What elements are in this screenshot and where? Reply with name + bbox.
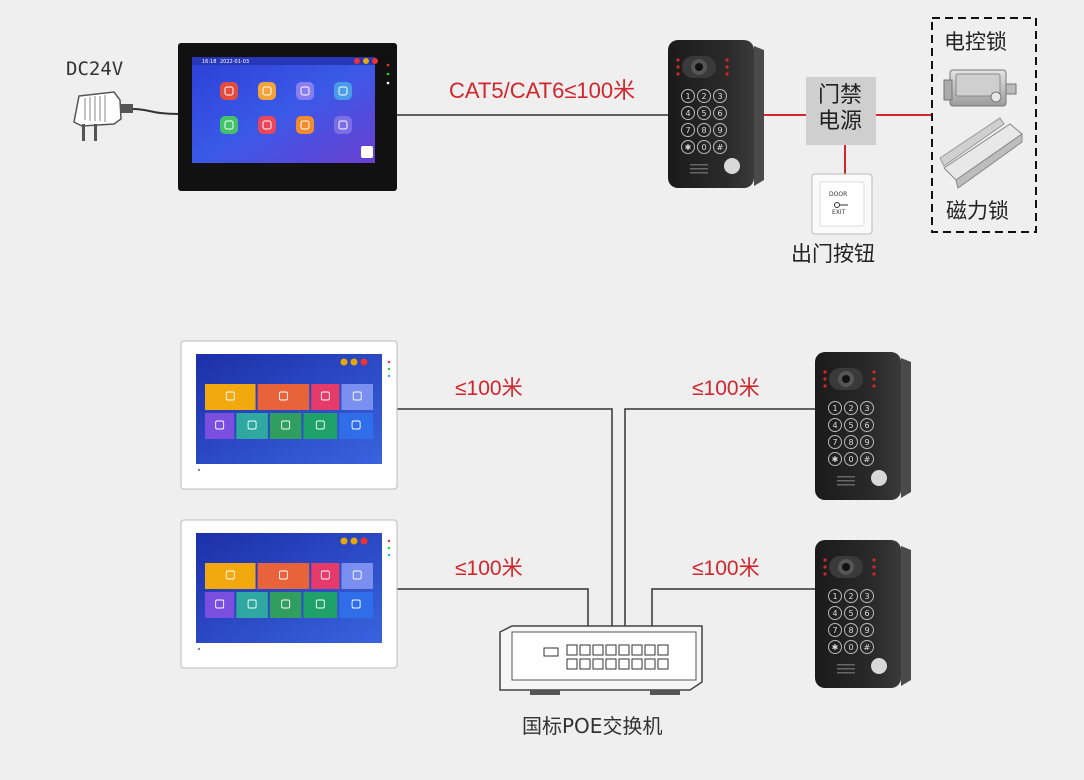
door-station-keypad-bottom-2	[814, 539, 912, 689]
indoor-monitor-bottom-2	[180, 519, 398, 669]
poe-switch-label: 国标POE交换机	[522, 714, 663, 738]
exit-button	[811, 173, 873, 235]
power-label: DC24V	[66, 58, 124, 80]
door-station-keypad-bottom-1	[814, 351, 912, 501]
distance-label-2: ≤100米	[692, 377, 760, 400]
door-station-keypad-top	[667, 39, 765, 189]
power-box-label-line2: 电源	[818, 109, 863, 134]
access-control-power-box	[806, 77, 876, 145]
magnetic-lock-label: 磁力锁	[946, 199, 1009, 223]
poe-switch	[499, 625, 703, 695]
magnetic-lock-icon	[939, 117, 1023, 189]
power-box-label-line1: 门禁	[818, 83, 863, 108]
indoor-monitor-top	[178, 43, 397, 191]
cable-label: CAT5/CAT6≤100米	[449, 78, 636, 103]
indoor-monitor-bottom-1	[180, 340, 398, 490]
distance-label-3: ≤100米	[455, 557, 523, 580]
monitor-date: 2022-01-03	[220, 59, 250, 65]
exit-button-label: 出门按钮	[791, 242, 875, 266]
exit-button-face-line2: EXIT	[832, 209, 846, 216]
distance-label-1: ≤100米	[455, 377, 523, 400]
distance-label-4: ≤100米	[692, 557, 760, 580]
electric-lock-label: 电控锁	[944, 30, 1007, 54]
electric-lock-icon	[943, 69, 1017, 107]
monitor-time: 16:18	[202, 59, 217, 65]
power-adapter	[73, 91, 181, 141]
cable-lines-bottom	[397, 408, 815, 648]
exit-button-face-line1: DOOR	[829, 191, 848, 198]
lock-options-box	[931, 17, 1037, 233]
